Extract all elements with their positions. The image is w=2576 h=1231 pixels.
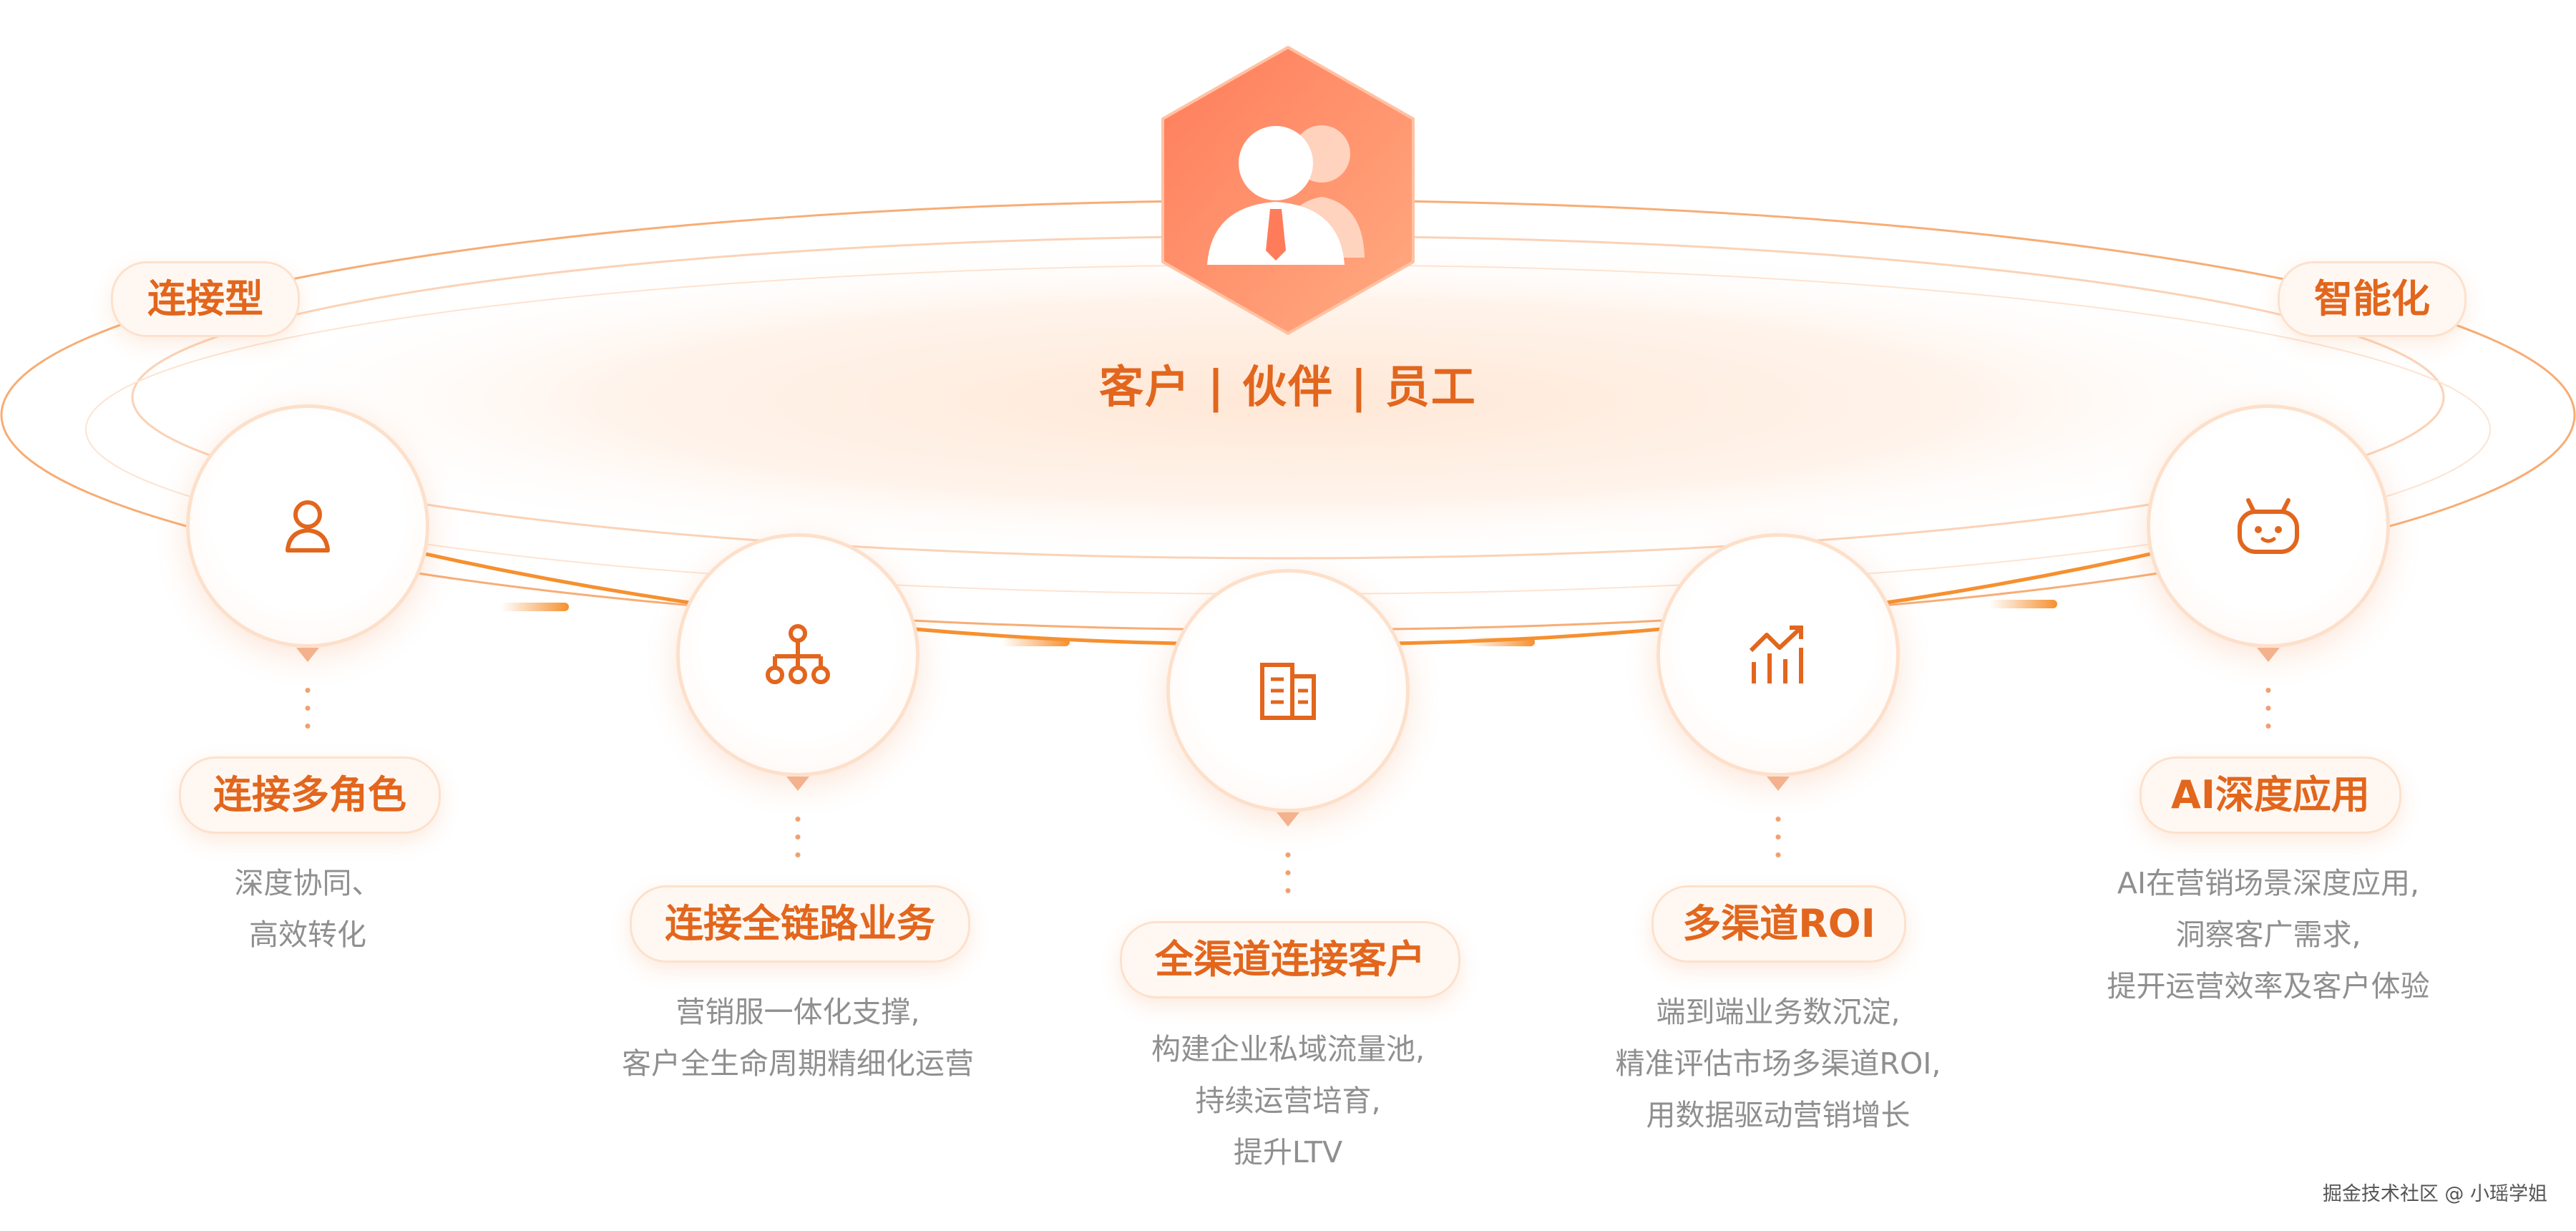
- user-icon: [286, 500, 330, 553]
- node-omnichannel: [1166, 569, 1410, 812]
- watermark: 掘金技术社区 @ 小瑶学姐: [2322, 1183, 2547, 1205]
- streak: [1989, 600, 2057, 608]
- bar-chart-icon: [1749, 626, 1803, 683]
- desc-line: 端到端业务数沉淀,: [1656, 995, 1901, 1029]
- tag-connected: 连接型: [111, 261, 300, 337]
- node-pointer: [786, 777, 809, 791]
- desc-roi: 端到端业务数沉淀, 精准评估市场多渠道ROI, 用数据驱动营销增长: [1563, 986, 1993, 1141]
- node-pointer: [1277, 812, 1299, 827]
- business-people-icon: [1161, 46, 1415, 335]
- node-ai: [2147, 404, 2390, 648]
- streak: [501, 603, 569, 611]
- pill-roi: 多渠道ROI: [1652, 885, 1906, 963]
- desc-line: 精准评估市场多渠道ROI,: [1615, 1046, 1941, 1081]
- streak: [1467, 638, 1535, 646]
- building-icon: [1260, 663, 1316, 720]
- dotted-connector: [795, 810, 801, 863]
- desc-line: 提开运营效率及客户体验: [2107, 969, 2430, 1003]
- desc-line: 持续运营培育,: [1195, 1084, 1381, 1118]
- desc-line: 提升LTV: [1233, 1135, 1343, 1169]
- robot-icon: [2238, 498, 2299, 554]
- desc-line: 高效转化: [249, 918, 366, 952]
- desc-ai: AI在营销场景深度应用, 洞察客广需求, 提开运营效率及客户体验: [2054, 857, 2483, 1012]
- desc-line: AI在营销场景深度应用,: [2117, 866, 2420, 900]
- org-tree-icon: [766, 624, 830, 684]
- node-multi-role: [186, 404, 429, 648]
- dotted-connector: [1775, 810, 1781, 863]
- dotted-connector: [2265, 681, 2271, 734]
- node-pointer: [2257, 648, 2280, 662]
- dotted-connector: [1285, 846, 1291, 899]
- desc-line: 洞察客广需求,: [2175, 918, 2361, 952]
- dotted-connector: [305, 681, 311, 734]
- node-pointer: [296, 648, 319, 662]
- node-pointer: [1767, 777, 1790, 791]
- pill-ai: AI深度应用: [2140, 756, 2401, 834]
- desc-line: 深度协同、: [234, 866, 381, 900]
- pill-full-chain: 连接全链路业务: [630, 885, 970, 963]
- desc-line: 构建企业私域流量池,: [1151, 1032, 1425, 1066]
- pill-omnichannel: 全渠道连接客户: [1120, 921, 1460, 998]
- desc-line: 客户全生命周期精细化运营: [622, 1046, 974, 1081]
- streak: [1002, 638, 1070, 646]
- desc-omnichannel: 构建企业私域流量池, 持续运营培育, 提升LTV: [1073, 1023, 1503, 1178]
- desc-full-chain: 营销服一体化支撑, 客户全生命周期精细化运营: [583, 986, 1013, 1089]
- desc-line: 营销服一体化支撑,: [675, 995, 920, 1029]
- pill-multi-role: 连接多角色: [179, 756, 441, 834]
- desc-line: 用数据驱动营销增长: [1646, 1098, 1911, 1132]
- desc-multi-role: 深度协同、 高效转化: [165, 857, 451, 960]
- node-roi: [1657, 533, 1900, 777]
- tag-intelligent: 智能化: [2278, 261, 2467, 337]
- center-glow: [179, 236, 2397, 565]
- center-title: 客户 | 伙伴 | 员工: [1099, 361, 1477, 413]
- node-full-chain: [676, 533, 919, 777]
